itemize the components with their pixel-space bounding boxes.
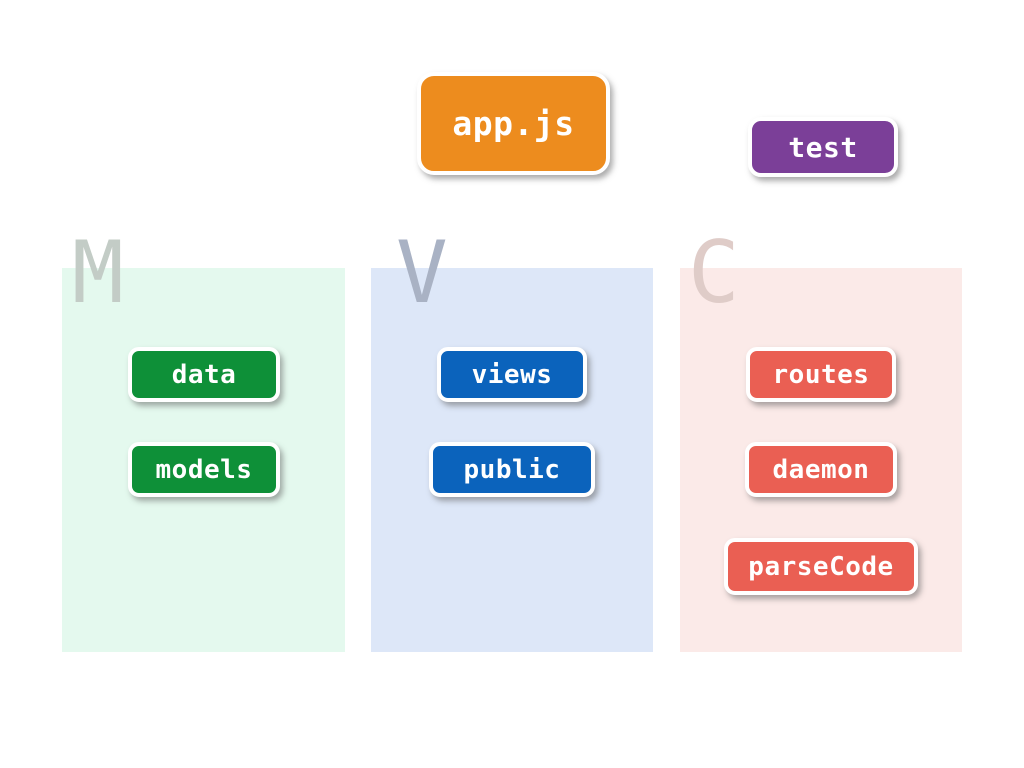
parsecode-node: parseCode	[724, 538, 918, 595]
daemon-node: daemon	[745, 442, 897, 497]
public-node: public	[429, 442, 595, 497]
app-js-node: app.js	[417, 72, 610, 175]
view-column-letter: V	[396, 223, 448, 323]
model-column-letter: M	[72, 223, 124, 323]
views-node: views	[437, 347, 587, 402]
test-node: test	[748, 117, 898, 177]
controller-column-letter: C	[688, 223, 740, 323]
routes-node: routes	[746, 347, 896, 402]
models-node: models	[128, 442, 280, 497]
data-node: data	[128, 347, 280, 402]
